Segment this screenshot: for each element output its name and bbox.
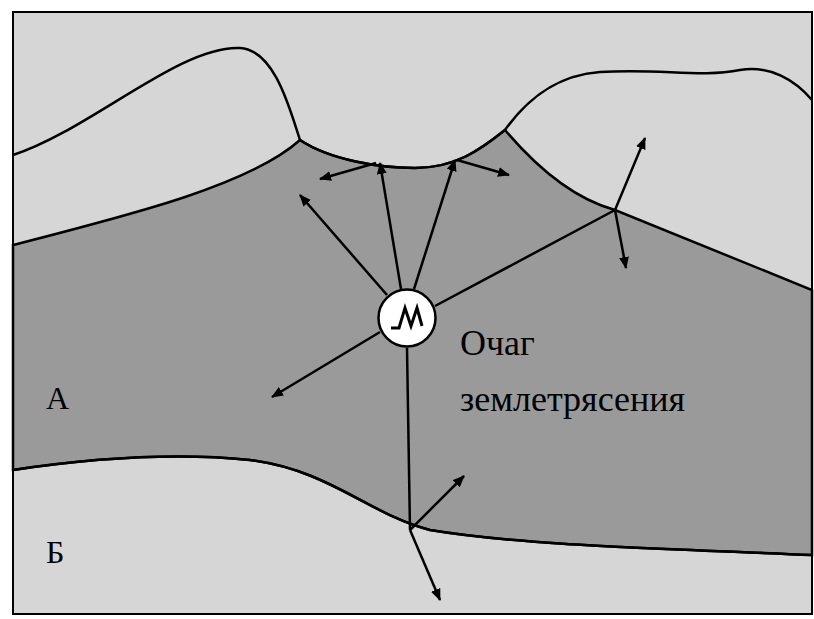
reflected-ray	[410, 476, 464, 530]
rock-layer-border	[13, 130, 812, 555]
lower-layer: Б	[13, 455, 812, 614]
reflected-ray	[457, 160, 509, 175]
ray	[414, 160, 455, 289]
seismogram-symbol	[391, 308, 422, 328]
reflected-ray	[615, 210, 626, 268]
focus-label: Очаг землетрясения	[460, 315, 710, 427]
surface-line	[13, 48, 812, 168]
seismic-rays	[272, 138, 645, 600]
ray	[380, 163, 401, 289]
rock-layer-fill	[13, 130, 812, 555]
focus-circle	[379, 290, 436, 347]
earthquake-focus-outline	[377, 288, 437, 348]
layer-letter: А	[46, 378, 69, 418]
ray	[272, 332, 380, 397]
ray	[407, 348, 410, 530]
rock-layer: А Очаг землетрясения	[13, 128, 812, 560]
frame	[13, 12, 812, 614]
lower-layer-border	[13, 457, 812, 555]
refracted-ray	[410, 530, 440, 600]
earthquake-focus: Очаг землетрясения	[377, 288, 437, 348]
layer-letter: Б	[46, 532, 64, 572]
ray	[435, 210, 615, 306]
refracted-ray	[615, 138, 645, 210]
reflected-ray	[320, 163, 376, 179]
background-ground	[13, 12, 812, 614]
ray	[300, 195, 387, 295]
